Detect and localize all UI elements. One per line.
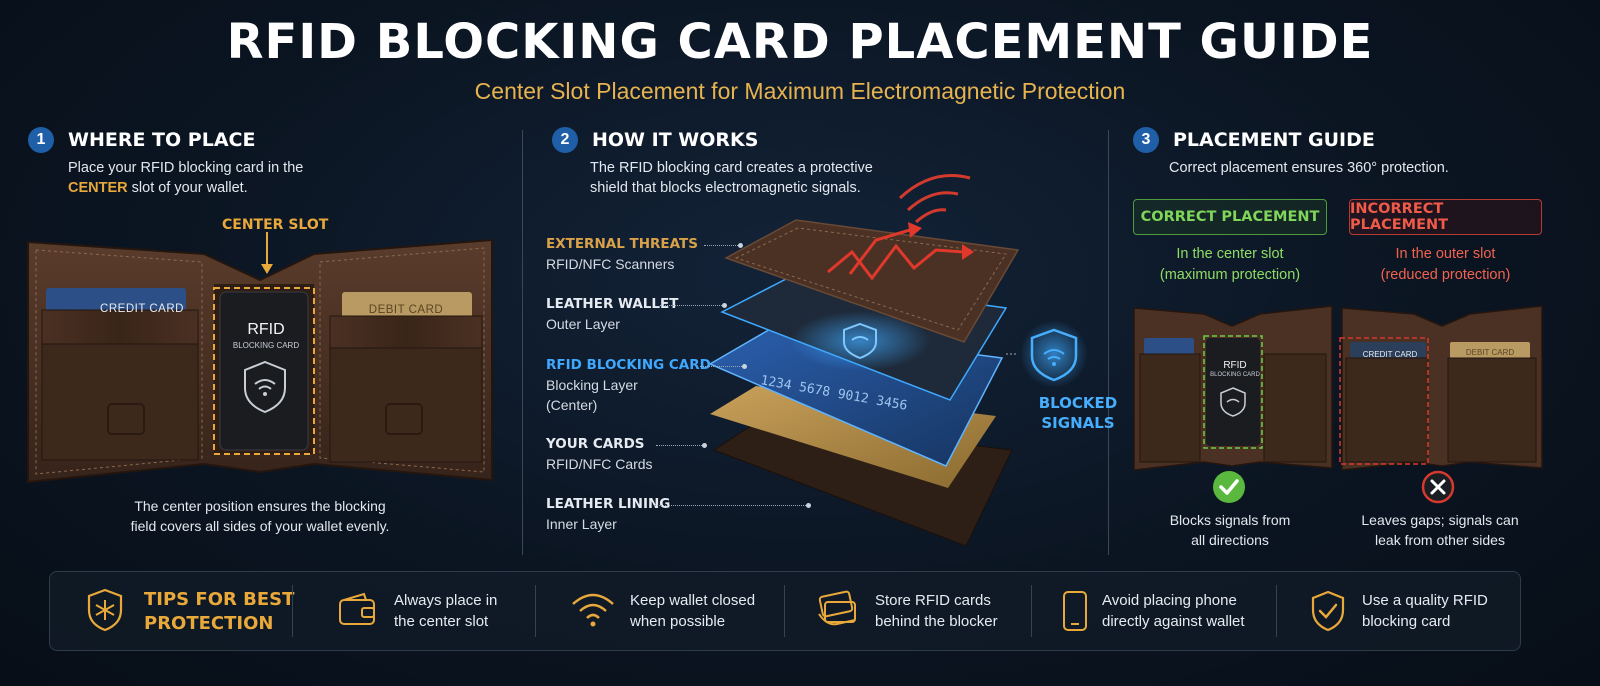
section2-description: The RFID blocking card creates a protect… bbox=[590, 160, 873, 196]
shield-check-icon bbox=[1311, 590, 1345, 632]
debit-card-label: DEBIT CARD bbox=[368, 304, 444, 316]
layer-stack-illustration: 1234 5678 9012 3456 bbox=[708, 174, 1088, 547]
tip-item-2: Keep wallet closed when possible bbox=[630, 592, 756, 630]
section-title: WHERE TO PLACE bbox=[68, 129, 256, 151]
placement-comparison-wallets bbox=[1133, 305, 1543, 471]
section3-header: 3 PLACEMENT GUIDE bbox=[1133, 127, 1375, 153]
phone-icon bbox=[1063, 591, 1087, 631]
page-subtitle: Center Slot Placement for Maximum Electr… bbox=[474, 78, 1126, 104]
x-circle-icon bbox=[1421, 470, 1455, 504]
tips-title: TIPS FOR BEST PROTECTION bbox=[144, 589, 295, 634]
layer-your-cards: YOUR CARDS RFID/NFC Cards bbox=[546, 436, 653, 472]
wifi-icon bbox=[572, 593, 614, 627]
card-stack-icon bbox=[818, 590, 856, 626]
leader-line bbox=[660, 303, 727, 308]
mini-rfid-title: RFID bbox=[1223, 360, 1247, 371]
section-number: 3 bbox=[1133, 127, 1159, 153]
section1-caption: The center position ensures the blocking… bbox=[130, 498, 390, 534]
incorrect-placement-desc: In the outer slot (reduced protection) bbox=[1380, 246, 1511, 283]
tip-item-4: Avoid placing phone directly against wal… bbox=[1102, 592, 1245, 630]
incorrect-placement-badge: INCORRECT PLACEMENT bbox=[1349, 199, 1542, 235]
layer-external-threats: EXTERNAL THREATS RFID/NFC Scanners bbox=[546, 236, 698, 272]
check-circle-icon bbox=[1213, 471, 1245, 503]
leader-line bbox=[656, 443, 707, 448]
page-title: RFID BLOCKING CARD PLACEMENT GUIDE bbox=[226, 14, 1374, 70]
blocked-signals-label: BLOCKED SIGNALS bbox=[1038, 394, 1118, 432]
section-number: 1 bbox=[28, 127, 54, 153]
tip-item-3: Store RFID cards behind the blocker bbox=[875, 592, 998, 630]
layer-rfid-blocking-card: RFID BLOCKING CARD Blocking Layer (Cente… bbox=[546, 357, 711, 413]
leader-line bbox=[700, 364, 747, 369]
tip-divider bbox=[1276, 585, 1277, 637]
leader-line bbox=[654, 503, 811, 508]
tip-divider bbox=[535, 585, 536, 637]
mini-debit-label: DEBIT CARD bbox=[1465, 348, 1515, 357]
mini-credit-label: CREDIT CARD bbox=[1362, 350, 1418, 359]
section1-description: Place your RFID blocking card in the CEN… bbox=[68, 160, 304, 196]
layer-leather-lining: LEATHER LINING Inner Layer bbox=[546, 496, 671, 532]
leader-line bbox=[704, 243, 743, 248]
center-highlight: CENTER bbox=[68, 180, 128, 196]
section-number: 2 bbox=[552, 127, 578, 153]
layer-leather-wallet: LEATHER WALLET Outer Layer bbox=[546, 296, 679, 332]
tip-divider bbox=[292, 585, 293, 637]
credit-card-label: CREDIT CARD bbox=[100, 303, 184, 315]
open-wallet-illustration bbox=[27, 232, 493, 484]
tip-divider bbox=[784, 585, 785, 637]
rfid-card-subtitle: BLOCKING CARD bbox=[232, 341, 300, 350]
wallet-icon bbox=[339, 592, 375, 625]
rfid-card-title: RFID bbox=[247, 321, 285, 338]
section2-header: 2 HOW IT WORKS bbox=[552, 127, 758, 153]
correct-placement-badge: CORRECT PLACEMENT bbox=[1133, 199, 1327, 235]
section-divider bbox=[1108, 130, 1109, 555]
correct-placement-desc: In the center slot (maximum protection) bbox=[1159, 246, 1301, 283]
section3-description: Correct placement ensures 360° protectio… bbox=[1169, 160, 1449, 176]
tip-divider bbox=[1031, 585, 1032, 637]
section-divider bbox=[522, 130, 523, 555]
incorrect-caption: Leaves gaps; signals can leak from other… bbox=[1361, 512, 1519, 548]
shield-snowflake-icon bbox=[87, 588, 123, 632]
mini-rfid-subtitle: BLOCKING CARD bbox=[1210, 372, 1260, 378]
section-title: HOW IT WORKS bbox=[592, 129, 759, 151]
center-slot-label: CENTER SLOT bbox=[222, 217, 329, 233]
tips-bar bbox=[49, 571, 1521, 651]
section-title: PLACEMENT GUIDE bbox=[1173, 129, 1375, 151]
tip-item-5: Use a quality RFID blocking card bbox=[1362, 592, 1488, 630]
section1-header: 1 WHERE TO PLACE bbox=[28, 127, 255, 153]
tip-item-1: Always place in the center slot bbox=[394, 592, 498, 630]
correct-caption: Blocks signals from all directions bbox=[1169, 512, 1291, 548]
